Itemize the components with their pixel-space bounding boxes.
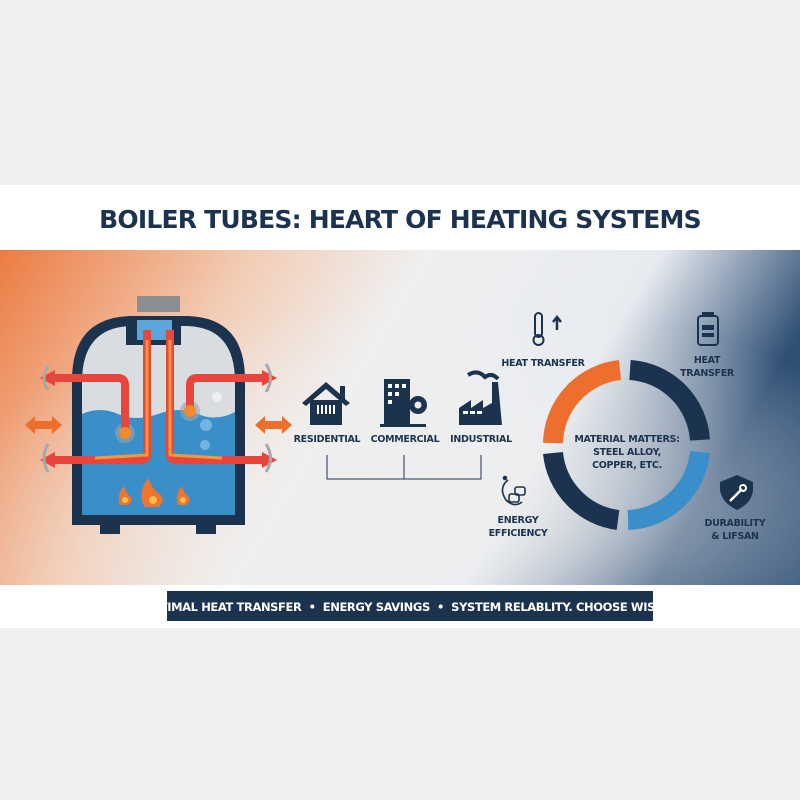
- cycle-center-line-2: STEEL ALLOY,: [593, 447, 661, 458]
- thermometer-up-icon: [532, 312, 562, 346]
- boiler-illustration: [25, 296, 292, 534]
- item-heat-transfer-2-line-1: HEAT: [694, 355, 721, 366]
- battery-icon: [697, 312, 719, 346]
- sector-residential: RESIDENTIAL: [294, 434, 361, 445]
- cycle-center-line-3: COPPER, ETC.: [592, 460, 662, 471]
- item-heat-transfer-2-line-2: TRANSFER: [680, 368, 735, 379]
- cycle-center-line-1: MATERIAL MATTERS:: [574, 434, 679, 445]
- house-icon: [302, 382, 350, 425]
- page-title: BOILER TUBES: HEART OF HEATING SYSTEMS: [99, 205, 701, 234]
- sector-commercial: COMMERCIAL: [371, 434, 440, 445]
- factory-icon: [459, 370, 502, 425]
- item-durability-line-1: DURABILITY: [705, 518, 766, 529]
- sector-industrial: INDUSTRIAL: [450, 434, 512, 445]
- ring-segment-orange: [543, 360, 622, 444]
- item-heat-transfer-1: HEAT TRANSFER: [501, 358, 585, 369]
- item-energy-line-2: EFFICIENCY: [489, 528, 548, 539]
- ring-segment-blue: [627, 450, 710, 530]
- tagline-banner: [167, 591, 653, 621]
- shield-wrench-icon: [720, 475, 753, 510]
- ring-segment-navy-top: [628, 360, 710, 442]
- item-energy-line-1: ENERGY: [498, 515, 539, 526]
- flame-icon: [118, 478, 190, 507]
- sector-connector: [326, 455, 482, 480]
- ring-segment-navy-bottom: [543, 451, 620, 530]
- energy-cycle-icon: [501, 475, 526, 506]
- title-band: [0, 185, 800, 250]
- tagline-text: OPTIMAL HEAT TRANSFER • ENERGY SAVINGS •…: [142, 600, 677, 614]
- item-durability-line-2: & LIFSAN: [711, 531, 759, 542]
- office-building-icon: [380, 379, 427, 427]
- material-cycle-ring: [543, 360, 710, 530]
